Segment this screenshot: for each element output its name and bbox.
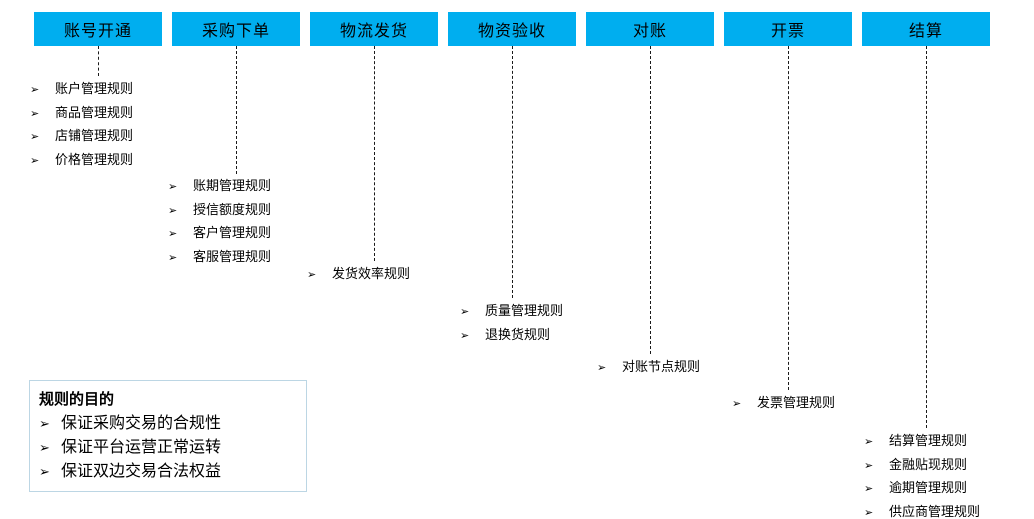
dashed-connector-line	[650, 46, 651, 354]
purpose-item-label: 保证平台运营正常运转	[61, 439, 222, 456]
rule-item: ➢ 金融贴现规则	[864, 454, 980, 478]
rule-item: ➢ 价格管理规则	[30, 149, 133, 173]
arrow-bullet-icon: ➢	[864, 483, 874, 496]
arrow-bullet-icon: ➢	[597, 362, 607, 374]
rule-item: ➢ 发货效率规则	[307, 263, 410, 287]
stage-label: 账号开通	[63, 23, 132, 40]
arrow-bullet-icon: ➢	[864, 436, 874, 448]
stage-header: 物流发货	[310, 12, 438, 46]
arrow-bullet-icon: ➢	[30, 155, 40, 168]
dashed-connector-line	[374, 46, 375, 261]
rule-item: ➢ 发票管理规则	[732, 392, 835, 416]
rule-item: ➢ 结算管理规则	[864, 430, 980, 454]
purpose-item-label: 保证采购交易的合规性	[61, 415, 222, 432]
arrow-bullet-icon: ➢	[168, 228, 178, 241]
stage-label: 开票	[770, 23, 805, 40]
rule-item: ➢ 逾期管理规则	[864, 477, 980, 501]
rule-item: ➢ 客服管理规则	[168, 246, 271, 270]
dashed-connector-line	[788, 46, 789, 390]
dashed-connector-line	[98, 46, 99, 76]
rule-item: ➢ 客户管理规则	[168, 222, 271, 246]
arrow-bullet-icon: ➢	[864, 507, 874, 519]
rule-label: 店铺管理规则	[55, 128, 134, 144]
rule-label: 对账节点规则	[622, 359, 701, 374]
stage-label: 对账	[632, 23, 667, 40]
rule-label: 客户管理规则	[193, 225, 272, 241]
arrow-bullet-icon: ➢	[307, 269, 317, 281]
arrow-bullet-icon: ➢	[864, 459, 874, 472]
arrow-bullet-icon: ➢	[460, 306, 470, 318]
stage-header: 开票	[724, 12, 852, 46]
rule-label: 逾期管理规则	[889, 480, 968, 496]
purpose-item: ➢ 保证平台运营正常运转	[39, 436, 306, 460]
purpose-box: 规则的目的 ➢ 保证采购交易的合规性 ➢ 保证平台运营正常运转 ➢ 保证双边交易合法权益	[29, 380, 307, 492]
rule-label: 商品管理规则	[55, 104, 134, 120]
stage-header: 结算	[862, 12, 990, 46]
rule-item: ➢ 店铺管理规则	[30, 125, 133, 149]
rule-label: 质量管理规则	[485, 303, 564, 318]
rule-label: 授信额度规则	[193, 201, 272, 217]
purpose-item: ➢ 保证采购交易的合规性	[39, 412, 306, 436]
arrow-bullet-icon: ➢	[168, 181, 178, 193]
stage-rules-list: ➢ 发货效率规则	[307, 263, 410, 287]
rule-item: ➢ 账户管理规则	[30, 78, 133, 102]
rule-item: ➢ 对账节点规则	[597, 356, 700, 380]
arrow-bullet-icon: ➢	[30, 131, 40, 144]
stage-label: 物流发货	[339, 23, 408, 40]
arrow-bullet-icon: ➢	[30, 84, 40, 96]
dashed-connector-line	[512, 46, 513, 298]
purpose-item-label: 保证双边交易合法权益	[61, 463, 222, 480]
dashed-connector-line	[236, 46, 237, 174]
rule-label: 账期管理规则	[193, 178, 272, 193]
dashed-connector-line	[926, 46, 927, 428]
stage-label: 结算	[908, 23, 943, 40]
stage-rules-list: ➢ 发票管理规则	[732, 392, 835, 416]
rule-label: 客服管理规则	[193, 249, 272, 265]
rule-item: ➢ 账期管理规则	[168, 175, 271, 199]
rule-label: 发票管理规则	[757, 395, 836, 410]
purpose-item: ➢ 保证双边交易合法权益	[39, 460, 306, 484]
stage-header: 物资验收	[448, 12, 576, 46]
arrow-bullet-icon: ➢	[39, 464, 50, 479]
rule-item: ➢ 商品管理规则	[30, 102, 133, 126]
stage-rules-list: ➢ 结算管理规则 ➢ 金融贴现规则 ➢ 逾期管理规则 ➢ 供应商管理规则	[864, 430, 980, 519]
stage-rules-list: ➢ 账期管理规则 ➢ 授信额度规则 ➢ 客户管理规则 ➢ 客服管理规则	[168, 175, 271, 270]
stage-header: 账号开通	[34, 12, 162, 46]
arrow-bullet-icon: ➢	[168, 204, 178, 217]
purpose-box-title: 规则的目的	[39, 391, 115, 408]
arrow-bullet-icon: ➢	[39, 440, 50, 455]
stage-rules-list: ➢ 质量管理规则 ➢ 退换货规则	[460, 300, 563, 347]
stage-header: 采购下单	[172, 12, 300, 46]
arrow-bullet-icon: ➢	[30, 107, 40, 120]
stage-rules-list: ➢ 账户管理规则 ➢ 商品管理规则 ➢ 店铺管理规则 ➢ 价格管理规则	[30, 78, 133, 173]
arrow-bullet-icon: ➢	[460, 329, 470, 342]
stage-label: 物资验收	[477, 23, 546, 40]
rule-label: 金融贴现规则	[889, 456, 968, 472]
rule-item: ➢ 供应商管理规则	[864, 501, 980, 519]
stage-header: 对账	[586, 12, 714, 46]
rule-item: ➢ 退换货规则	[460, 324, 563, 348]
arrow-bullet-icon: ➢	[732, 398, 742, 410]
rule-label: 退换货规则	[485, 326, 551, 342]
purpose-items-list: ➢ 保证采购交易的合规性 ➢ 保证平台运营正常运转 ➢ 保证双边交易合法权益	[39, 412, 306, 484]
rule-label: 发货效率规则	[332, 266, 411, 281]
arrow-bullet-icon: ➢	[168, 252, 178, 265]
rule-label: 账户管理规则	[55, 81, 134, 96]
rule-label: 价格管理规则	[55, 152, 134, 168]
rule-label: 供应商管理规则	[889, 504, 981, 519]
arrow-bullet-icon: ➢	[39, 416, 50, 431]
rule-item: ➢ 授信额度规则	[168, 199, 271, 223]
stage-label: 采购下单	[201, 23, 270, 40]
rule-label: 结算管理规则	[889, 433, 968, 448]
stage-rules-list: ➢ 对账节点规则	[597, 356, 700, 380]
rule-item: ➢ 质量管理规则	[460, 300, 563, 324]
